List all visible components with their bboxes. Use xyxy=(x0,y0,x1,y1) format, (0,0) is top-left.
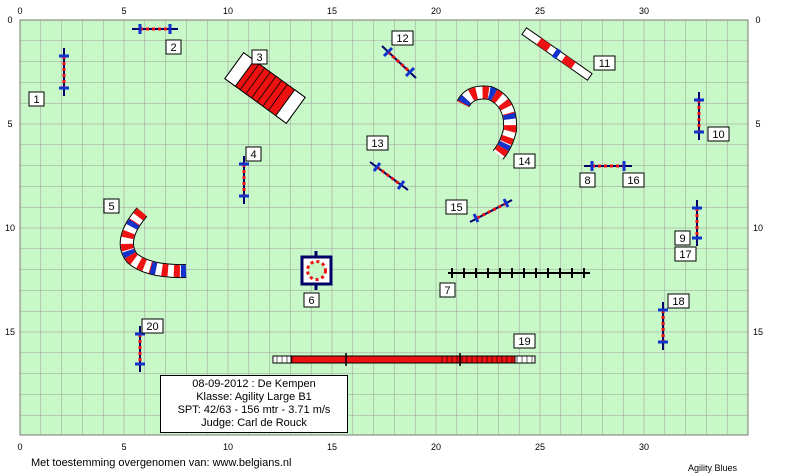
brand-text: Agility Blues xyxy=(688,463,738,473)
svg-text:9: 9 xyxy=(679,233,685,245)
y-tick-label: 15 xyxy=(753,327,763,337)
svg-text:16: 16 xyxy=(627,175,639,187)
svg-text:1: 1 xyxy=(33,94,39,106)
y-tick-label: 0 xyxy=(7,15,12,25)
hurdle-15[interactable] xyxy=(469,198,513,223)
x-tick-label: 25 xyxy=(535,6,545,16)
long-jump-11[interactable] xyxy=(521,27,593,81)
svg-text:20: 20 xyxy=(146,321,158,333)
hurdle-4[interactable] xyxy=(239,156,249,204)
svg-text:19: 19 xyxy=(518,336,530,348)
y-tick-label: 0 xyxy=(755,15,760,25)
hurdle-9[interactable] xyxy=(692,200,702,246)
label-14[interactable]: 14 xyxy=(513,153,536,169)
label-15[interactable]: 15 xyxy=(445,199,468,215)
label-19[interactable]: 19 xyxy=(513,333,536,349)
svg-text:2: 2 xyxy=(170,42,176,54)
weave-poles-7[interactable] xyxy=(448,268,590,278)
x-tick-label: 0 xyxy=(17,6,22,16)
date-place: 08-09-2012 : De Kempen xyxy=(192,378,316,390)
x-tick-label: 25 xyxy=(535,442,545,452)
label-3[interactable]: 3 xyxy=(251,49,268,65)
x-tick-label: 15 xyxy=(327,6,337,16)
svg-text:11: 11 xyxy=(599,58,610,70)
label-8[interactable]: 8 xyxy=(579,172,596,188)
svg-text:4: 4 xyxy=(250,149,256,161)
svg-text:12: 12 xyxy=(396,33,408,45)
label-9[interactable]: 9 xyxy=(674,230,691,246)
svg-text:8: 8 xyxy=(584,175,590,187)
obstacle-labels: 1 2 3 4 5 6 7 8 9 10 11 12 13 14 15 16 1… xyxy=(28,30,730,349)
a-frame-3[interactable] xyxy=(224,52,306,124)
label-13[interactable]: 13 xyxy=(366,135,389,151)
svg-text:17: 17 xyxy=(679,249,691,261)
hurdle-8[interactable] xyxy=(584,161,632,171)
label-12[interactable]: 12 xyxy=(391,30,414,46)
hurdle-12[interactable] xyxy=(381,45,417,79)
svg-text:5: 5 xyxy=(108,201,114,213)
x-tick-label: 0 xyxy=(17,442,22,452)
svg-text:7: 7 xyxy=(444,285,450,297)
svg-text:10: 10 xyxy=(712,129,724,141)
x-tick-label: 5 xyxy=(121,442,126,452)
label-2[interactable]: 2 xyxy=(165,39,182,55)
x-tick-label: 30 xyxy=(639,442,649,452)
svg-text:15: 15 xyxy=(450,202,462,214)
x-tick-label: 10 xyxy=(223,6,233,16)
y-tick-label: 15 xyxy=(5,327,15,337)
credit-text: Met toestemming overgenomen van: www.bel… xyxy=(31,457,292,469)
label-16[interactable]: 16 xyxy=(622,172,645,188)
hurdle-13[interactable] xyxy=(369,161,409,191)
x-tick-label: 30 xyxy=(639,6,649,16)
svg-text:6: 6 xyxy=(308,295,314,307)
hurdle-10[interactable] xyxy=(694,92,704,140)
hurdle-2[interactable] xyxy=(132,24,178,34)
svg-text:14: 14 xyxy=(518,156,530,168)
y-tick-label: 5 xyxy=(755,119,760,129)
class-label: Klasse: Agility Large B1 xyxy=(196,391,312,403)
label-10[interactable]: 10 xyxy=(707,126,730,142)
tunnel-14[interactable] xyxy=(456,85,518,160)
grid-lines xyxy=(20,20,748,435)
x-tick-label: 20 xyxy=(431,6,441,16)
x-tick-label: 20 xyxy=(431,442,441,452)
field-area xyxy=(19,19,749,436)
label-6[interactable]: 6 xyxy=(303,292,320,308)
label-7[interactable]: 7 xyxy=(439,282,456,298)
spt-label: SPT: 42/63 - 156 mtr - 3.71 m/s xyxy=(177,404,331,416)
hurdle-20[interactable] xyxy=(135,326,145,372)
svg-text:18: 18 xyxy=(672,296,684,308)
x-tick-label: 15 xyxy=(327,442,337,452)
label-20[interactable]: 20 xyxy=(141,318,164,334)
x-tick-label: 10 xyxy=(223,442,233,452)
label-1[interactable]: 1 xyxy=(28,91,45,107)
hurdle-18[interactable] xyxy=(658,302,668,350)
label-11[interactable]: 11 xyxy=(593,55,616,71)
label-4[interactable]: 4 xyxy=(245,146,262,162)
course-info-box: 08-09-2012 : De Kempen Klasse: Agility L… xyxy=(160,375,348,433)
label-18[interactable]: 18 xyxy=(667,293,690,309)
svg-text:3: 3 xyxy=(256,52,262,64)
svg-text:13: 13 xyxy=(371,138,383,150)
y-tick-label: 10 xyxy=(753,223,763,233)
tire-6[interactable] xyxy=(300,251,333,290)
hurdle-1[interactable] xyxy=(59,48,69,96)
dog-walk-19[interactable] xyxy=(272,353,536,366)
label-17[interactable]: 17 xyxy=(674,246,697,262)
x-tick-label: 5 xyxy=(121,6,126,16)
tunnel-5[interactable] xyxy=(119,207,187,279)
label-5[interactable]: 5 xyxy=(103,198,120,214)
y-tick-label: 10 xyxy=(5,223,15,233)
y-tick-label: 5 xyxy=(7,119,12,129)
judge-label: Judge: Carl de Rouck xyxy=(201,417,307,429)
